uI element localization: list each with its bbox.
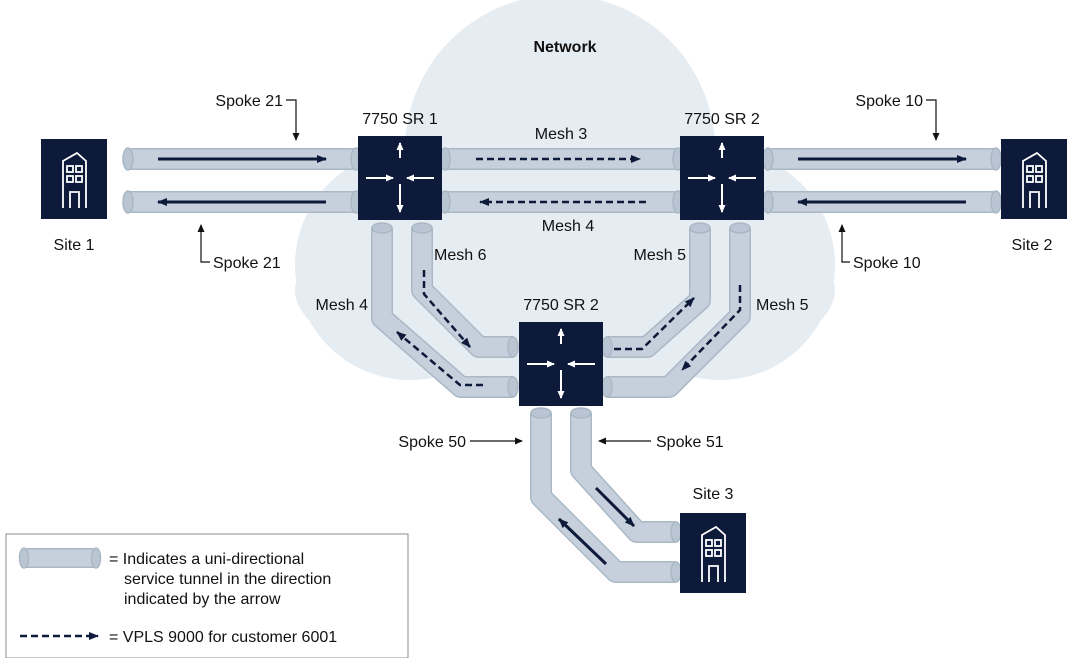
router-sr1-label: 7750 SR 1 bbox=[362, 111, 438, 128]
router-arrows-icon bbox=[688, 142, 756, 213]
site-1[interactable] bbox=[41, 139, 107, 219]
tube-end-caps bbox=[122, 147, 1002, 583]
mesh4-left-label: Mesh 4 bbox=[316, 297, 369, 314]
mesh6-label: Mesh 6 bbox=[434, 247, 487, 264]
spoke21-top-label: Spoke 21 bbox=[215, 93, 283, 110]
mesh5-right-label: Mesh 5 bbox=[756, 297, 809, 314]
mesh-arrows bbox=[396, 155, 742, 387]
network-label: Network bbox=[533, 39, 596, 56]
spoke-arrows bbox=[157, 155, 967, 566]
legend-tunnel-line1: = Indicates a uni-directional bbox=[109, 551, 304, 568]
site-2[interactable] bbox=[1001, 139, 1067, 219]
site-2-label: Site 2 bbox=[1012, 237, 1053, 254]
site-1-label: Site 1 bbox=[54, 237, 95, 254]
router-arrows-icon bbox=[366, 142, 434, 213]
site-3[interactable] bbox=[680, 513, 746, 593]
router-sr2-top[interactable] bbox=[680, 136, 764, 220]
building-icon bbox=[701, 525, 726, 582]
router-sr2-top-label: 7750 SR 2 bbox=[684, 111, 760, 128]
spoke50-label: Spoke 50 bbox=[398, 434, 466, 451]
mesh5-left-label: Mesh 5 bbox=[634, 247, 687, 264]
building-icon bbox=[1022, 151, 1047, 208]
spoke21-bottom-label: Spoke 21 bbox=[213, 255, 281, 272]
site-3-label: Site 3 bbox=[693, 486, 734, 503]
router-sr2-mid[interactable] bbox=[519, 322, 603, 406]
legend-tunnel-line2: service tunnel in the direction bbox=[124, 571, 331, 588]
router-sr1[interactable] bbox=[358, 136, 442, 220]
building-icon bbox=[62, 151, 87, 208]
legend-tube-icon bbox=[18, 547, 102, 569]
callout-pointers bbox=[197, 99, 940, 445]
mesh4-top-label: Mesh 4 bbox=[542, 218, 595, 235]
router-sr2-mid-label: 7750 SR 2 bbox=[523, 297, 599, 314]
spoke10-top-label: Spoke 10 bbox=[855, 93, 923, 110]
spoke51-label: Spoke 51 bbox=[656, 434, 724, 451]
spoke10-bottom-label: Spoke 10 bbox=[853, 255, 921, 272]
router-arrows-icon bbox=[527, 328, 595, 399]
legend-tunnel-line3: indicated by the arrow bbox=[124, 591, 281, 608]
legend: = Indicates a uni-directional service tu… bbox=[5, 533, 409, 658]
legend-vpls: = VPLS 9000 for customer 6001 bbox=[109, 629, 337, 646]
mesh3-label: Mesh 3 bbox=[535, 126, 588, 143]
